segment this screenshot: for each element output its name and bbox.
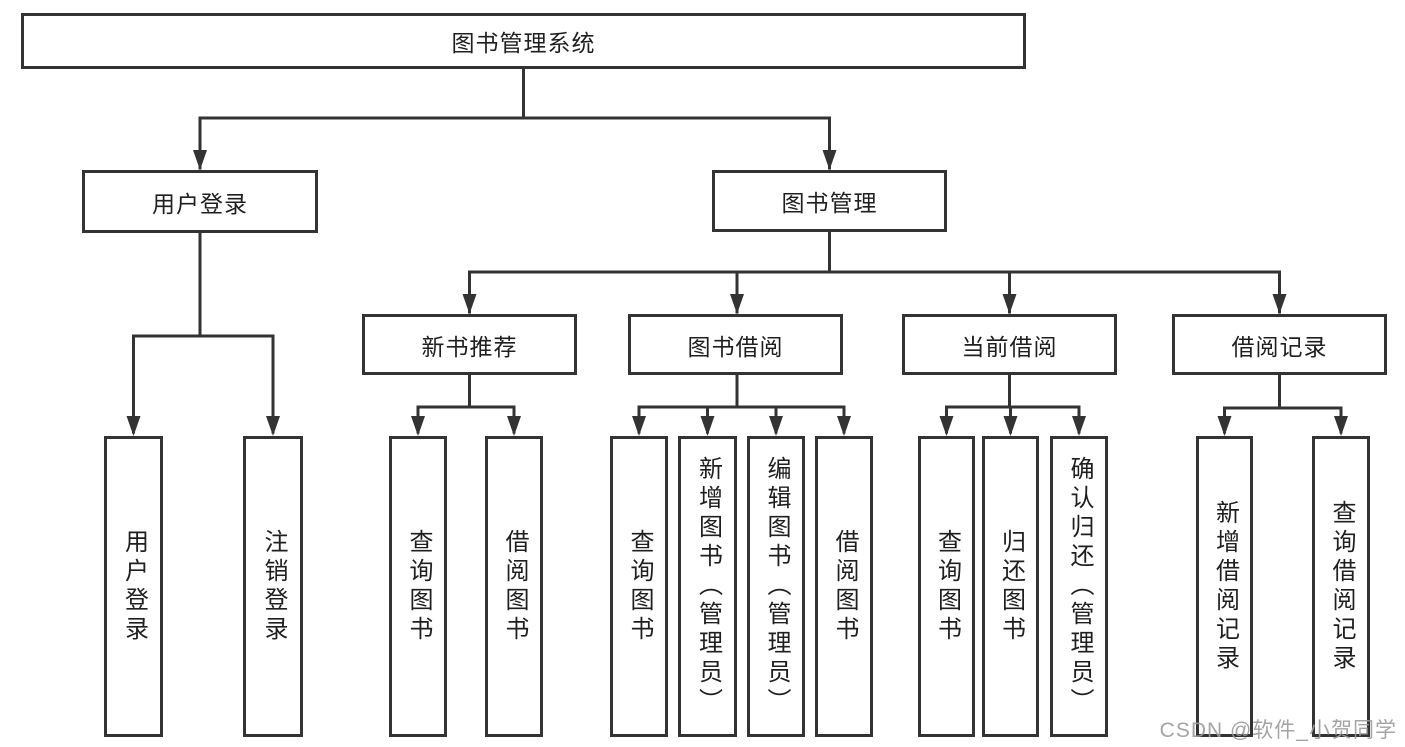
node-label: 图书管理系统 bbox=[451, 30, 596, 56]
node-user-login-branch: 用户登录 bbox=[82, 170, 318, 233]
node-label: 借阅记录 bbox=[1231, 333, 1328, 360]
arrow-down-icon bbox=[1003, 416, 1018, 436]
arrow-down-icon bbox=[462, 294, 477, 314]
csdn-watermark: CSDN @软件_小贺同学 bbox=[1159, 719, 1397, 742]
node-label: 用户登录 bbox=[152, 190, 248, 217]
leaf-user-login: 用户登录 bbox=[104, 436, 163, 737]
node-book-borrowing: 图书借阅 bbox=[628, 314, 843, 375]
arrow-down-icon bbox=[822, 150, 837, 170]
arrow-down-icon bbox=[1217, 416, 1232, 436]
leaf-query-books-recommend: 查询图书 bbox=[389, 436, 447, 737]
node-label: 当前借阅 bbox=[961, 333, 1058, 360]
connector-new-book-recommend-to-leaves bbox=[416, 373, 516, 434]
leaf-query-books-current: 查询图书 bbox=[918, 436, 975, 737]
arrow-down-icon bbox=[837, 416, 851, 436]
leaf-query-books-borrowing: 查询图书 bbox=[610, 436, 668, 737]
leaf-query-borrow-record: 查询借阅记录 bbox=[1312, 436, 1370, 737]
arrow-down-icon bbox=[1334, 416, 1348, 436]
arrow-down-icon bbox=[193, 150, 207, 170]
connector-book-management-to-level3 bbox=[468, 230, 1281, 314]
node-label: 注销登录 bbox=[260, 528, 287, 645]
node-label: 编辑图书（管理员） bbox=[763, 456, 790, 717]
leaf-add-borrow-record: 新增借阅记录 bbox=[1196, 436, 1253, 737]
node-label: 查询图书 bbox=[405, 528, 432, 645]
connector-root-to-level2 bbox=[198, 67, 831, 170]
connector-current-borrowing-to-leaves bbox=[945, 373, 1081, 434]
node-label: 查询图书 bbox=[626, 528, 653, 645]
arrow-down-icon bbox=[700, 416, 715, 436]
node-library-management-system: 图书管理系统 bbox=[21, 13, 1026, 69]
arrow-down-icon bbox=[126, 416, 141, 436]
arrow-down-icon bbox=[1072, 416, 1086, 436]
node-new-book-recommend: 新书推荐 bbox=[362, 314, 577, 375]
node-label: 查询借阅记录 bbox=[1328, 499, 1355, 674]
arrow-down-icon bbox=[266, 416, 280, 436]
leaf-borrow-books-recommend: 借阅图书 bbox=[485, 436, 543, 737]
node-label: 用户登录 bbox=[120, 528, 148, 645]
node-label: 归还图书 bbox=[997, 528, 1025, 645]
arrow-down-icon bbox=[507, 416, 521, 436]
arrow-down-icon bbox=[769, 416, 783, 436]
node-borrow-records: 借阅记录 bbox=[1172, 314, 1387, 375]
arrow-down-icon bbox=[1002, 294, 1017, 314]
leaf-add-book-admin: 新增图书（管理员） bbox=[678, 436, 737, 737]
connector-borrow-records-to-leaves bbox=[1223, 373, 1343, 434]
node-label: 图书借阅 bbox=[687, 333, 784, 360]
connector-book-borrowing-to-leaves bbox=[637, 373, 846, 434]
leaf-confirm-return-admin: 确认归还（管理员） bbox=[1050, 436, 1108, 737]
node-label: 新书推荐 bbox=[421, 333, 518, 360]
node-label: 借阅图书 bbox=[501, 528, 528, 645]
node-book-management-branch: 图书管理 bbox=[712, 170, 947, 232]
leaf-return-book: 归还图书 bbox=[982, 436, 1039, 737]
node-label: 借阅图书 bbox=[831, 528, 858, 645]
arrow-down-icon bbox=[411, 416, 425, 436]
connector-user-login-to-leaves bbox=[132, 231, 275, 434]
node-label: 确认归还（管理员） bbox=[1066, 456, 1093, 717]
leaf-borrow-books-borrowing: 借阅图书 bbox=[815, 436, 873, 737]
node-label: 查询图书 bbox=[933, 528, 961, 645]
arrow-down-icon bbox=[1272, 294, 1287, 314]
leaf-edit-book-admin: 编辑图书（管理员） bbox=[747, 436, 805, 737]
arrow-down-icon bbox=[632, 416, 646, 436]
leaf-logout: 注销登录 bbox=[243, 436, 303, 737]
arrow-down-icon bbox=[939, 416, 954, 436]
node-current-borrowing: 当前借阅 bbox=[902, 314, 1117, 375]
node-label: 新增借阅记录 bbox=[1211, 499, 1239, 674]
node-label: 图书管理 bbox=[781, 190, 878, 216]
arrow-down-icon bbox=[730, 294, 744, 314]
node-label: 新增图书（管理员） bbox=[694, 456, 722, 717]
